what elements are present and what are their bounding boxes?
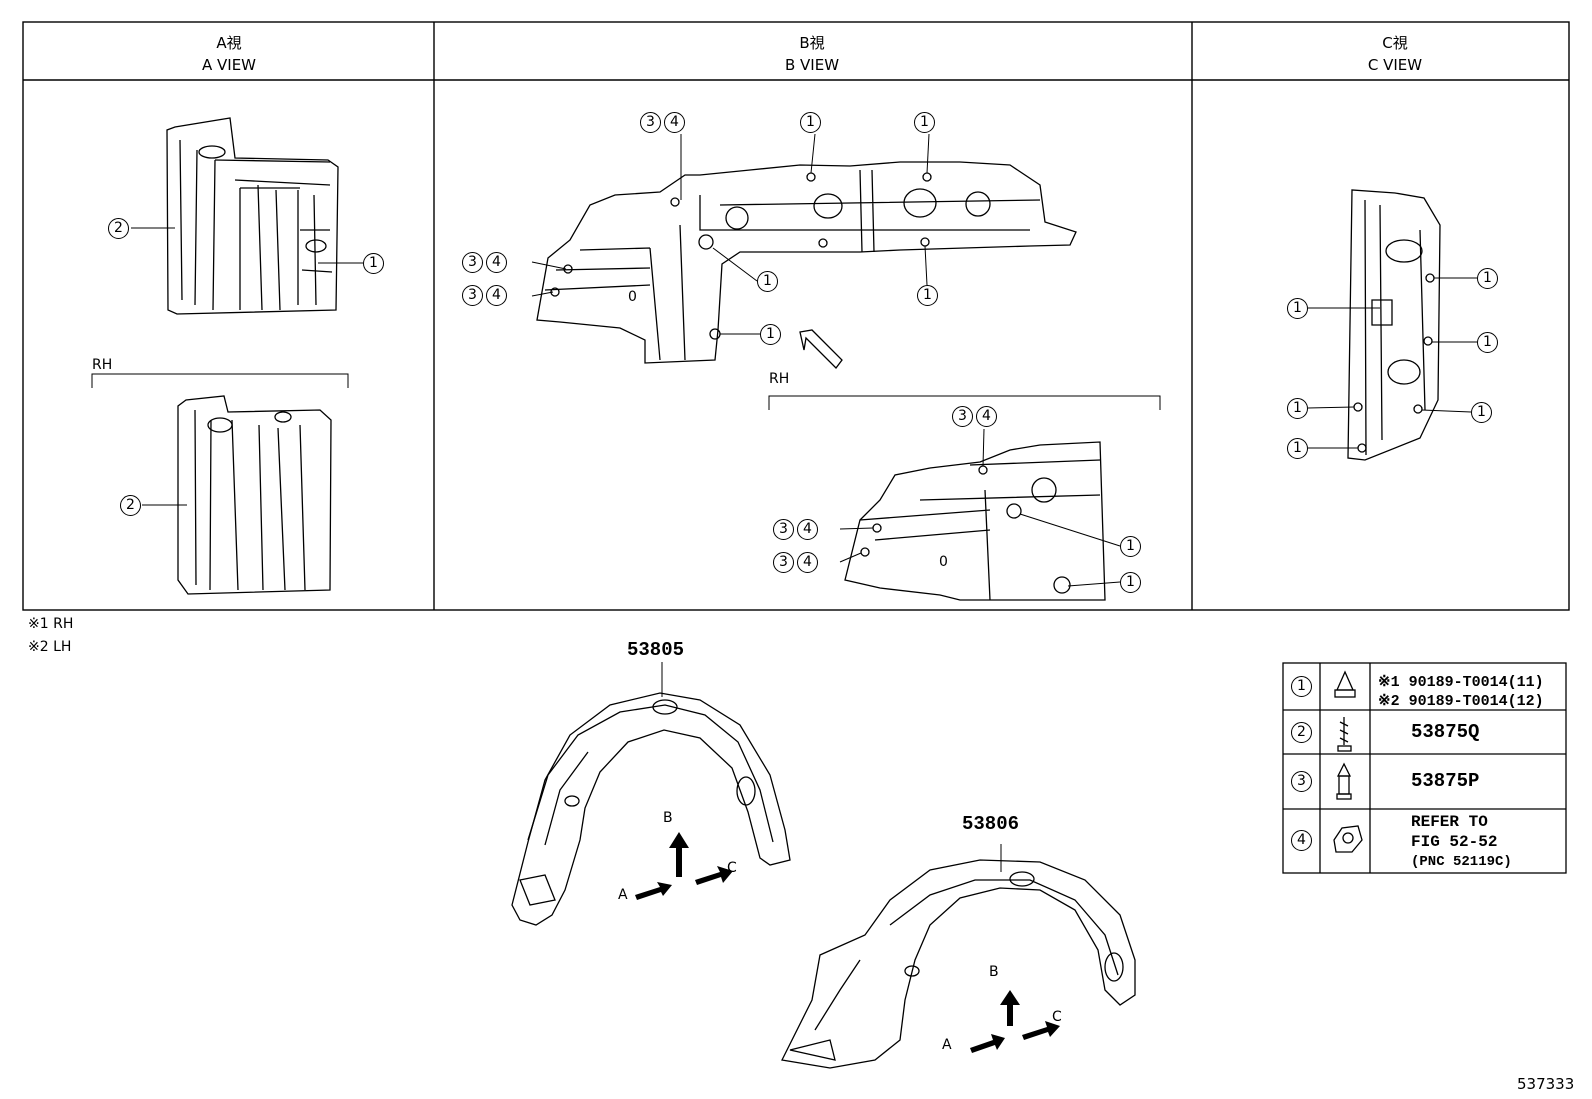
part-53806-drawing (781, 859, 1136, 1069)
callout-1: 1 (800, 112, 821, 133)
axis-label-c-front: C (727, 860, 737, 876)
bolt-icon (1336, 762, 1352, 800)
rh-label-a: RH (92, 357, 113, 373)
rh-bracket-b (768, 395, 1161, 410)
a-view-leaders (131, 227, 363, 506)
callout-3: 3 (773, 519, 794, 540)
legend-callout-1: 1 (1291, 676, 1312, 697)
callout-4: 4 (976, 406, 997, 427)
axis-label-a-rear: A (942, 1037, 952, 1053)
callout-3: 3 (462, 252, 483, 273)
c-view-label-en: C VIEW (1367, 56, 1423, 74)
b-view-label-jp: B視 (799, 34, 825, 52)
callout-1: 1 (1477, 268, 1498, 289)
note-lh: ※2 LH (28, 639, 72, 655)
part-53805-drawing (511, 692, 791, 926)
legend-table-frame (1282, 662, 1567, 874)
callout-4: 4 (664, 112, 685, 133)
view-direction-arrow (799, 329, 843, 369)
callout-1: 1 (1471, 402, 1492, 423)
b-view-panel-rh (844, 441, 1106, 601)
callout-4: 4 (486, 285, 507, 306)
callout-1: 1 (1477, 332, 1498, 353)
legend-row2-part: 53875Q (1411, 721, 1480, 743)
view-frame (22, 21, 1570, 611)
b-view-panel-main (536, 161, 1077, 364)
rh-label-b: RH (769, 371, 790, 387)
callout-1: 1 (1120, 572, 1141, 593)
axis-label-a-front: A (618, 887, 628, 903)
part-number-53805: 53805 (627, 639, 685, 661)
b-view-leaders (531, 133, 930, 335)
legend-row4-line3: (PNC 52119C) (1411, 854, 1512, 870)
axis-label-b-rear: B (989, 964, 999, 980)
part-53805-axis-arrows (635, 832, 733, 900)
callout-1: 1 (363, 253, 384, 274)
callout-3: 3 (462, 285, 483, 306)
a-view-panel-rh (177, 395, 332, 595)
b-view-rh-leaders (839, 428, 1121, 587)
callout-1: 1 (1287, 438, 1308, 459)
callout-1: 1 (1120, 536, 1141, 557)
legend-row1-line2: ※2 90189-T0014(12) (1378, 693, 1544, 710)
part-number-53806: 53806 (962, 813, 1020, 835)
legend-row3-part: 53875P (1411, 770, 1480, 792)
a-view-label-jp: A視 (216, 34, 242, 52)
callout-1: 1 (914, 112, 935, 133)
legend-callout-2: 2 (1291, 722, 1312, 743)
c-view-label-jp: C視 (1382, 34, 1408, 52)
callout-4: 4 (797, 519, 818, 540)
axis-label-b-front: B (663, 810, 673, 826)
figure-id: 537333 (1517, 1075, 1575, 1093)
screw-icon (1337, 717, 1352, 752)
callout-3: 3 (952, 406, 973, 427)
axis-label-c-rear: C (1052, 1009, 1062, 1025)
legend-row4-line2: FIG 52-52 (1411, 833, 1498, 851)
callout-1: 1 (1287, 398, 1308, 419)
legend-row1-line1: ※1 90189-T0014(11) (1378, 674, 1544, 691)
callout-4: 4 (486, 252, 507, 273)
nut-icon (1333, 825, 1363, 853)
callout-1: 1 (757, 271, 778, 292)
legend-callout-4: 4 (1291, 830, 1312, 851)
a-view-label-en: A VIEW (201, 56, 257, 74)
a-view-panel-top (166, 117, 339, 315)
callout-4: 4 (797, 552, 818, 573)
marking-zero: 0 (628, 289, 637, 305)
legend-callout-3: 3 (1291, 771, 1312, 792)
callout-3: 3 (773, 552, 794, 573)
callout-1: 1 (917, 285, 938, 306)
legend-row4-line1: REFER TO (1411, 813, 1488, 831)
c-view-panel (1347, 189, 1441, 461)
note-rh: ※1 RH (28, 616, 74, 632)
callout-2: 2 (108, 218, 129, 239)
callout-2: 2 (120, 495, 141, 516)
marking-zero-rh: 0 (939, 554, 948, 570)
callout-3: 3 (640, 112, 661, 133)
c-view-leaders (1307, 277, 1477, 449)
b-view-label-en: B VIEW (784, 56, 840, 74)
part-53806-axis-arrows (970, 990, 1060, 1053)
callout-1: 1 (1287, 298, 1308, 319)
rh-bracket-a (91, 373, 349, 388)
callout-1: 1 (760, 324, 781, 345)
clip-icon (1334, 670, 1356, 698)
